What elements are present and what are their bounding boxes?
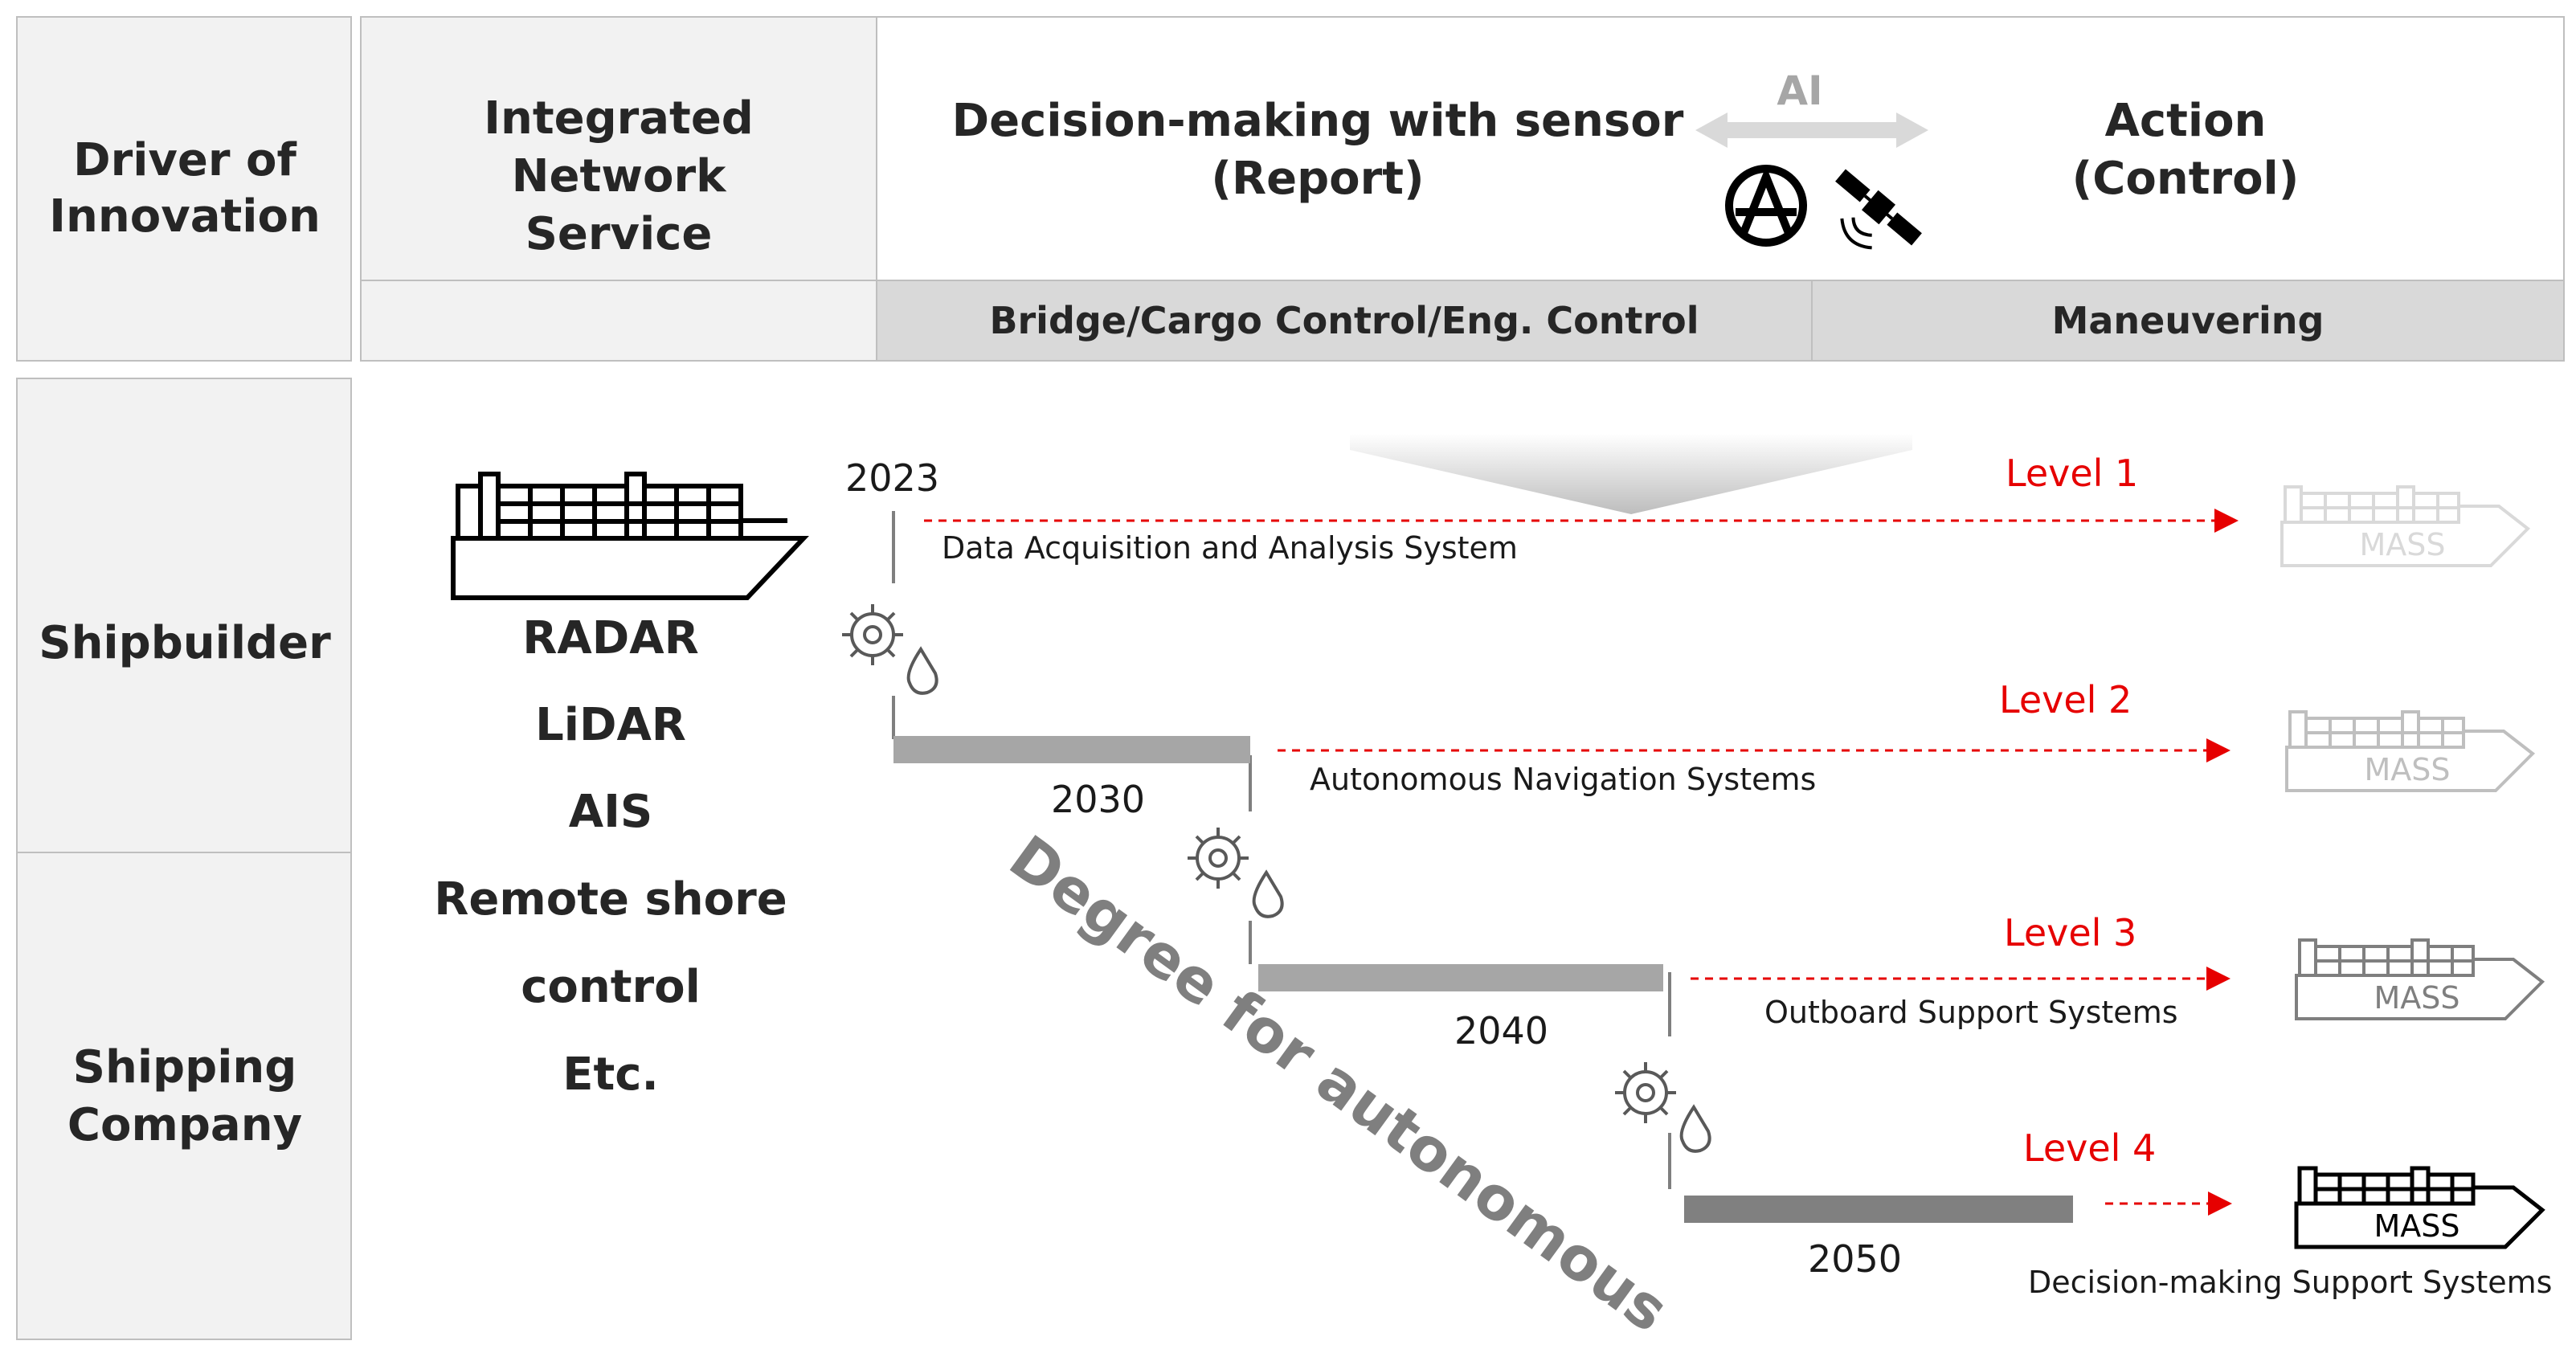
ai-label: AI [1777,67,1823,114]
integrated-network-service-label: Integrated Network Service [484,92,754,260]
ai-double-arrow [1695,112,1928,148]
decision-title: Decision-making with sensor [951,94,1684,147]
driver-header-cell [16,16,352,362]
step-bar-2050 [1684,1196,2073,1223]
satellite-icon [1835,169,1922,250]
shipping-company-row-cell [16,852,352,1340]
shipbuilder-label: Shipbuilder [39,616,331,669]
timeline-steps [892,511,1671,1189]
gear-drop-icon-3 [1615,1062,1711,1153]
sensor-radar: RADAR [522,612,699,664]
sensor-control: control [521,961,701,1013]
sensor-lidar: LiDAR [535,699,686,751]
shipbuilder-row-cell [16,378,352,853]
shipping-company-label: Shipping Company [67,1041,303,1151]
maneuvering-subheader-cell [1811,280,2565,362]
action-title: Action [2104,94,2267,147]
bridge-subheader-cell [876,280,1813,362]
mass-ship-level-1 [2280,485,2531,567]
mass-ship-level-4 [2294,1166,2545,1249]
mass-ship-level-3 [2295,938,2545,1020]
mass-label-3: MASS [2374,980,2460,1016]
funnel-arrow [1350,434,1912,514]
maneuvering-label: Maneuvering [2051,299,2325,342]
year-2030: 2030 [1051,778,1146,821]
integrated-subheader-cell [360,280,877,362]
step-bar-2030 [893,736,1250,763]
system-level-4: Decision-making Support Systems [2028,1265,2553,1300]
gear-drop-icon-1 [842,604,938,695]
system-level-3: Outboard Support Systems [1764,995,2178,1030]
gear-drop-icon-2 [1188,828,1284,918]
mass-label-1: MASS [2359,527,2446,562]
action-subtitle: (Control) [2071,152,2300,205]
sensor-remote-shore: Remote shore [434,873,787,926]
sensor-ais: AIS [568,786,653,838]
container-ship-icon [451,472,809,600]
level-4-label: Level 4 [2023,1126,2157,1170]
system-level-1: Data Acquisition and Analysis System [942,530,1518,566]
level-3-label: Level 3 [2004,911,2137,954]
decision-subtitle: (Report) [1211,152,1425,205]
decision-header-cell [876,16,2565,281]
mass-label-4: MASS [2374,1208,2460,1244]
mass-ship-level-2 [2285,710,2536,792]
year-2040: 2040 [1454,1009,1549,1053]
year-2023: 2023 [845,456,940,500]
system-level-2: Autonomous Navigation Systems [1310,762,1817,797]
step-bar-2040 [1258,964,1663,991]
bridge-control-label: Bridge/Cargo Control/Eng. Control [989,299,1699,342]
mass-label-2: MASS [2364,752,2451,787]
year-2050: 2050 [1808,1237,1903,1281]
autonomy-circle-icon [1725,165,1807,247]
driver-of-innovation-label: Driver of Innovation [49,134,321,243]
sensor-etc: Etc. [562,1048,659,1101]
level-1-label: Level 1 [2006,452,2139,495]
level-2-label: Level 2 [1999,678,2132,721]
